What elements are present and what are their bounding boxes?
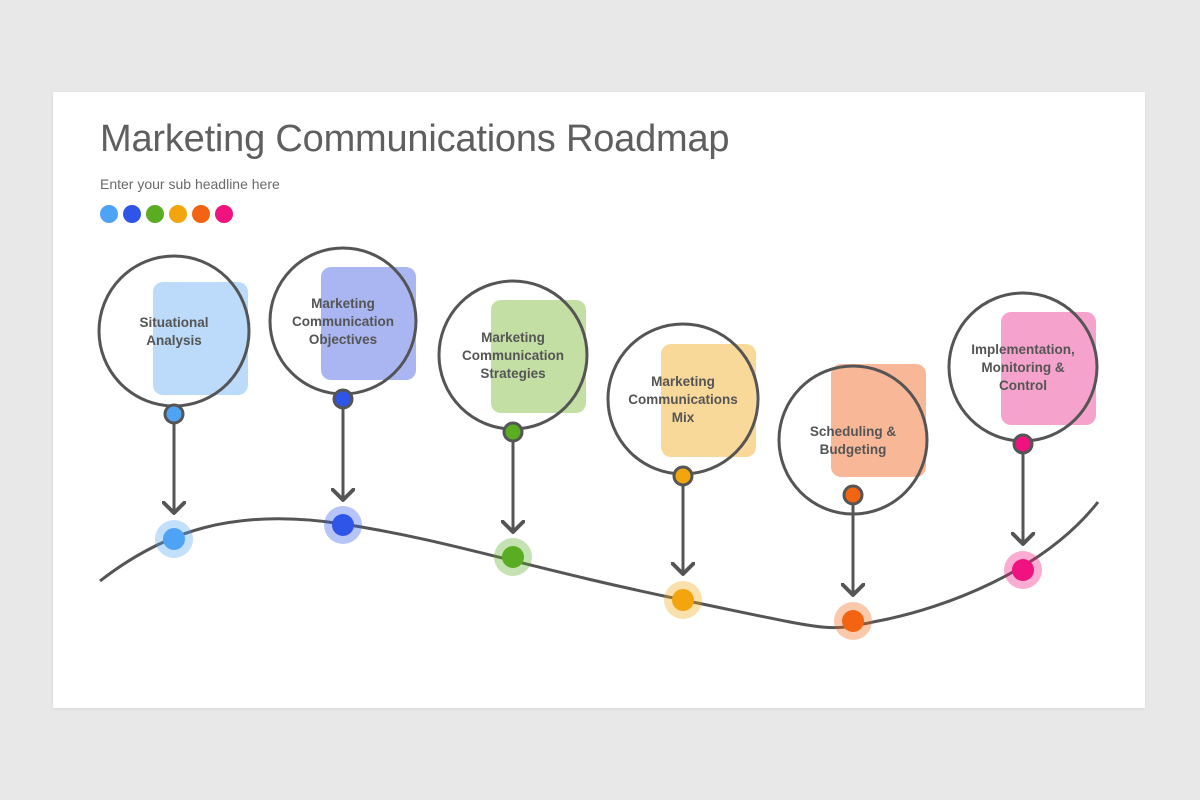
step-card <box>1001 312 1096 425</box>
step-knob <box>842 484 864 506</box>
step-label: Scheduling &Budgeting <box>810 424 897 457</box>
slide: Marketing Communications Roadmap Enter y… <box>53 92 1145 708</box>
step-knob <box>163 403 185 425</box>
step-node <box>502 546 524 568</box>
step-label: Implementation,Monitoring &Control <box>971 342 1075 393</box>
step-knob <box>502 421 524 443</box>
color-dot-3 <box>146 205 164 223</box>
color-dot-2 <box>123 205 141 223</box>
color-dot-1 <box>100 205 118 223</box>
step-node <box>332 514 354 536</box>
page-title: Marketing Communications Roadmap <box>100 118 730 160</box>
roadmap-step-6: Implementation,Monitoring &Control <box>947 291 1099 589</box>
roadmap-step-5: Scheduling &Budgeting <box>777 364 929 640</box>
step-node <box>1012 559 1034 581</box>
step-knob <box>332 388 354 410</box>
color-dot-4 <box>169 205 187 223</box>
step-card <box>661 344 756 457</box>
step-node <box>163 528 185 550</box>
step-node <box>672 589 694 611</box>
step-card <box>831 364 926 477</box>
step-card <box>153 282 248 395</box>
step-knob <box>672 465 694 487</box>
timeline-curve <box>99 501 1100 630</box>
step-card <box>491 300 586 413</box>
color-dot-6 <box>215 205 233 223</box>
step-knob <box>1012 433 1034 455</box>
page-subtitle: Enter your sub headline here <box>100 176 280 192</box>
color-dot-5 <box>192 205 210 223</box>
color-dots <box>100 205 233 223</box>
step-card <box>321 267 416 380</box>
step-node <box>842 610 864 632</box>
